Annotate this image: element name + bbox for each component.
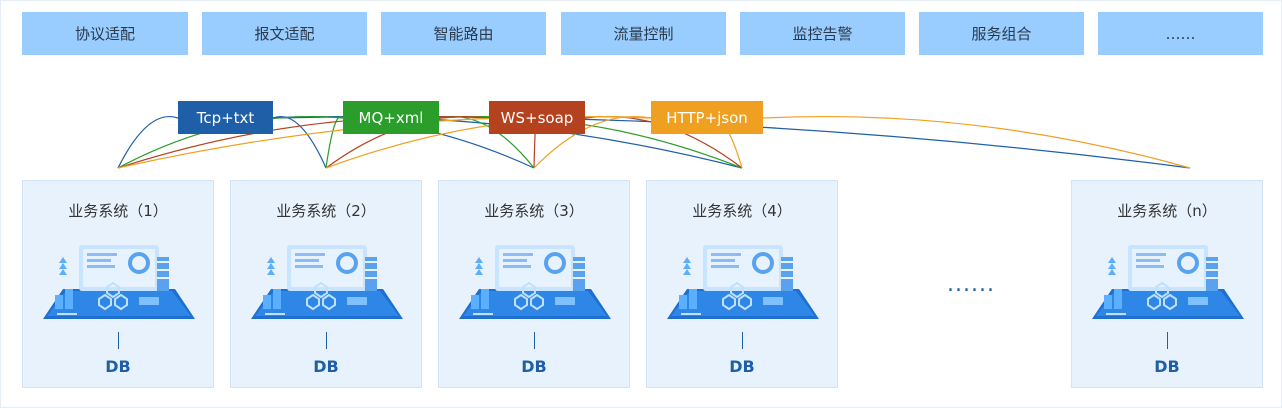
system-title: 业务系统（4） [692,202,792,220]
db-label: DB [313,357,339,376]
capability-flow-control: 流量控制 [561,12,726,55]
system-title: 业务系统（1） [68,202,168,220]
db-label: DB [1154,357,1180,376]
system-title: 业务系统（2） [276,202,376,220]
capability-service-compose: 服务组合 [919,12,1084,55]
db-connector [1167,332,1168,349]
connection-line [325,115,652,169]
connection-line [325,116,344,169]
db-label: DB [521,357,547,376]
business-system-3: 业务系统（3） DB [438,180,630,388]
connection-line [117,115,490,169]
db-label: DB [105,357,131,376]
server-dashboard-icon [455,239,615,325]
db-connector [326,332,327,349]
connection-line [762,115,1191,169]
db-connector [742,332,743,349]
capability-monitoring: 监控告警 [740,12,905,55]
business-system-2: 业务系统（2） DB [230,180,422,388]
protocol-tcp-txt: Tcp+txt [178,101,273,134]
protocol-ws-soap: WS+soap [489,101,585,134]
db-label: DB [729,357,755,376]
protocol-mq-xml: MQ+xml [343,101,439,134]
capability-message-adapt: 报文适配 [202,12,367,55]
protocol-http-json: HTTP+json [651,101,763,134]
connection-line [272,116,327,169]
db-connector [118,332,119,349]
server-dashboard-icon [663,239,823,325]
server-dashboard-icon [247,239,407,325]
capability-smart-routing: 智能路由 [381,12,546,55]
connection-line [533,116,652,169]
server-dashboard-icon [1088,239,1248,325]
system-title: 业务系统（3） [484,202,584,220]
connection-line [117,116,179,169]
server-dashboard-icon [39,239,199,325]
capability-more: …… [1098,12,1263,55]
db-connector [534,332,535,349]
capability-protocol-adapt: 协议适配 [22,12,188,55]
business-system-4: 业务系统（4） DB [646,180,838,388]
system-title: 业务系统（n） [1117,202,1217,220]
more-systems-ellipsis: ...... [947,272,995,297]
business-system-n: 业务系统（n） DB [1071,180,1263,388]
business-system-1: 业务系统（1） DB [22,180,214,388]
